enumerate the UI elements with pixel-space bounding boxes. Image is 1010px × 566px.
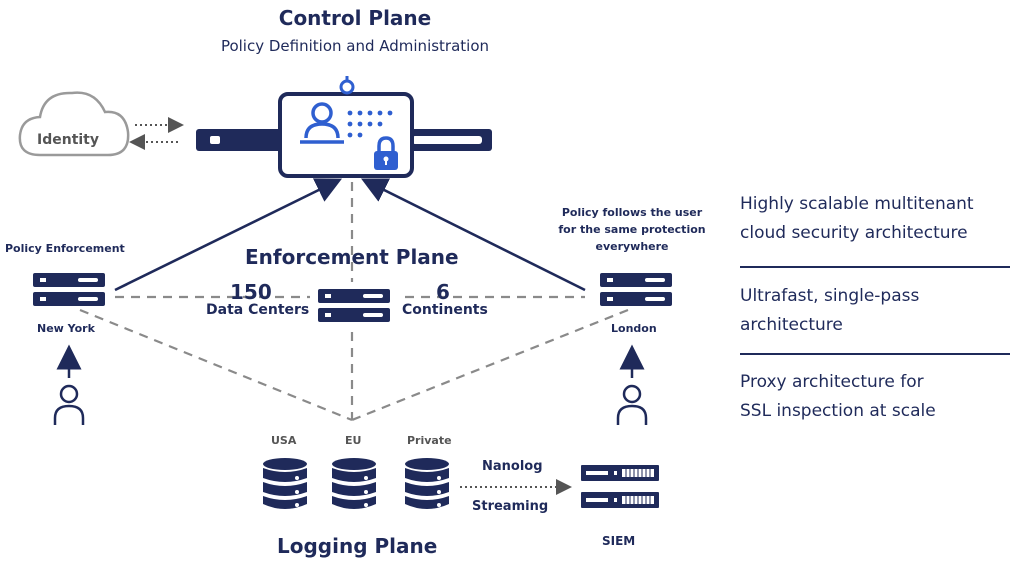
logging-plane-title: Logging Plane xyxy=(277,534,438,558)
database-icon-eu xyxy=(332,458,376,509)
identity-label: Identity xyxy=(37,132,100,148)
feature-divider xyxy=(740,353,1010,355)
enforcement-mesh-lines xyxy=(79,182,629,422)
lock-icon xyxy=(374,136,398,170)
new-york-label: New York xyxy=(37,322,95,335)
data-centers-label: Data Centers xyxy=(206,302,310,318)
siem-label: SIEM xyxy=(602,534,636,548)
store-label-usa: USA xyxy=(271,434,297,447)
new-york-server-icon xyxy=(33,273,105,306)
london-user-icon xyxy=(616,384,648,425)
policy-arrows xyxy=(114,178,586,292)
siem-appliance-icon xyxy=(581,465,659,508)
database-icon-private xyxy=(405,458,449,509)
new-york-user-icon xyxy=(53,384,85,425)
nanolog-label: Nanolog xyxy=(482,459,543,474)
database-icon-usa xyxy=(263,458,307,509)
continents-label: Continents xyxy=(402,302,488,318)
identity-cloud-icon xyxy=(18,91,130,157)
control-plane-title: Control Plane xyxy=(278,6,432,30)
identity-sync-arrows xyxy=(129,117,184,150)
continents-count: 6 xyxy=(436,280,450,304)
architecture-diagram xyxy=(18,76,672,509)
feature-ssl-inspection: Proxy architecture for SSL inspection at… xyxy=(740,372,936,421)
london-caption: Policy follows the user for the same pro… xyxy=(558,206,706,253)
feature-single-pass: Ultrafast, single-pass architecture xyxy=(740,286,920,335)
policy-enforcement-caption: Policy Enforcement xyxy=(5,242,125,255)
enforcement-node-server-icon xyxy=(318,289,390,322)
data-centers-count: 150 xyxy=(230,280,272,304)
enforcement-plane-title: Enforcement Plane xyxy=(245,245,459,269)
london-server-icon xyxy=(600,273,672,306)
control-plane-subtitle: Policy Definition and Administration xyxy=(220,37,490,55)
streaming-label: Streaming xyxy=(472,499,549,514)
feature-divider xyxy=(740,266,1010,268)
store-label-private: Private xyxy=(407,434,452,447)
feature-scalable: Highly scalable multitenant cloud securi… xyxy=(740,194,974,243)
control-plane-server-icon xyxy=(196,76,492,178)
store-label-eu: EU xyxy=(345,434,362,447)
london-label: London xyxy=(611,322,657,335)
